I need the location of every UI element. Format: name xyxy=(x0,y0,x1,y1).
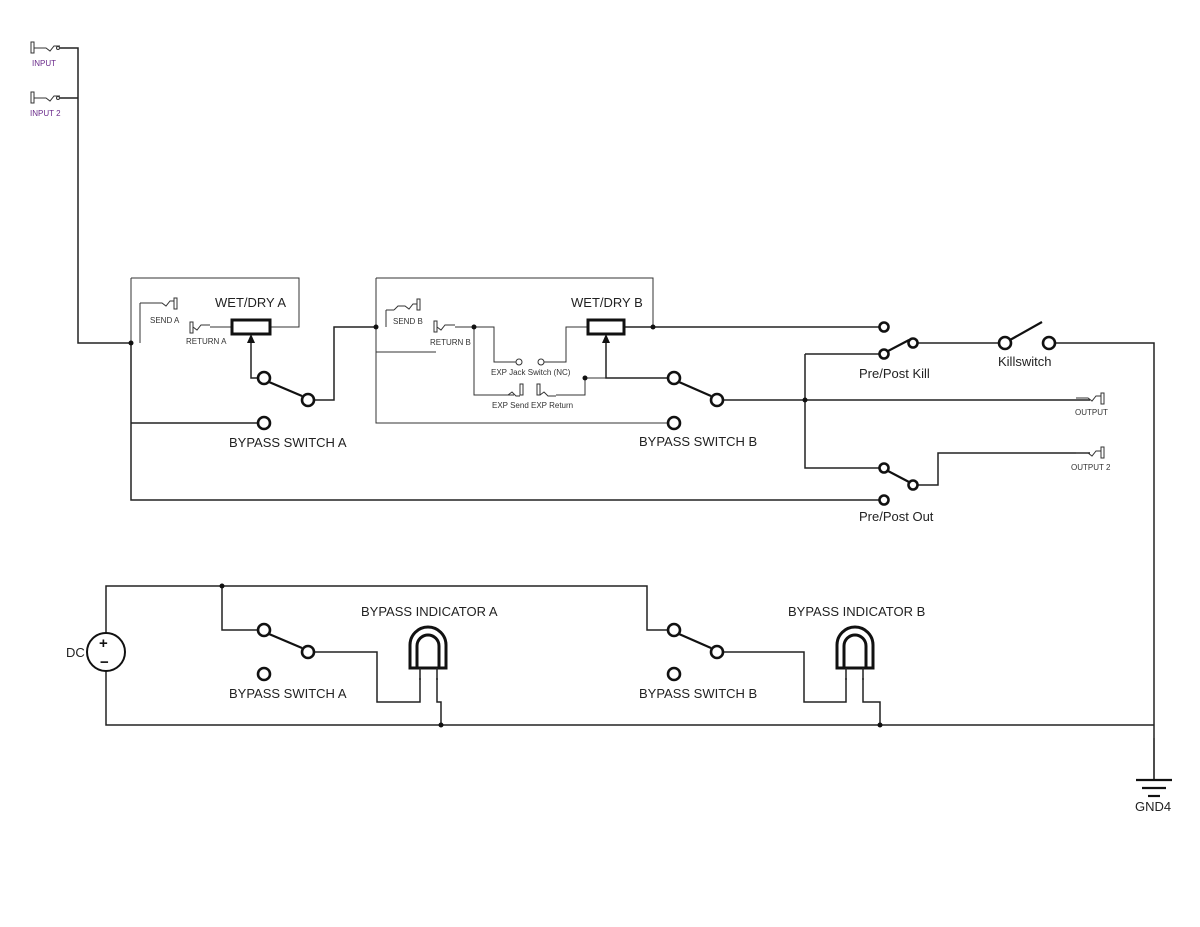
exp-send-label: EXP Send xyxy=(492,401,529,410)
pre-post-kill-switch[interactable] xyxy=(878,321,919,360)
wet-dry-a-pot[interactable] xyxy=(230,318,272,347)
return-b-jack[interactable] xyxy=(433,320,455,333)
return-b-label: RETURN B xyxy=(430,338,471,347)
pre-post-out-label: Pre/Post Out xyxy=(859,509,934,524)
wires xyxy=(60,47,1155,738)
output2-jack[interactable] xyxy=(1076,446,1105,459)
exp-jack-switch[interactable] xyxy=(515,358,545,366)
bypass-indicator-a-label: BYPASS INDICATOR A xyxy=(361,604,498,619)
exp-return-label: EXP Return xyxy=(531,401,573,410)
exp-jack-switch-label: EXP Jack Switch (NC) xyxy=(491,368,571,377)
dc-plus-sign: + xyxy=(99,635,108,652)
bypass-switch-a-2-label: BYPASS SWITCH A xyxy=(229,686,347,701)
input-label: INPUT xyxy=(32,59,56,68)
send-a-label: SEND A xyxy=(150,316,180,325)
wet-dry-a-label: WET/DRY A xyxy=(215,295,286,310)
dc-label: DC xyxy=(66,645,85,660)
bypass-switch-b[interactable] xyxy=(666,370,725,431)
bypass-indicator-a-led xyxy=(408,625,448,680)
exp-return-jack[interactable] xyxy=(536,383,556,397)
output2-label: OUTPUT 2 xyxy=(1071,463,1111,472)
pre-post-out-switch[interactable] xyxy=(878,462,919,506)
dc-minus-sign: − xyxy=(100,654,109,671)
output-jack[interactable] xyxy=(1076,392,1105,405)
bypass-switch-b-indicator-switch[interactable] xyxy=(666,622,725,682)
return-a-jack[interactable] xyxy=(189,321,210,334)
bypass-switch-b-label: BYPASS SWITCH B xyxy=(639,434,757,449)
bypass-switch-a-indicator-switch[interactable] xyxy=(256,622,316,682)
junction-dots xyxy=(128,324,883,728)
bypass-indicator-b-label: BYPASS INDICATOR B xyxy=(788,604,925,619)
ground-label: GND4 xyxy=(1135,799,1171,814)
bypass-indicator-b-led xyxy=(835,625,875,680)
killswitch[interactable] xyxy=(997,321,1057,351)
input2-jack[interactable] xyxy=(30,91,60,104)
killswitch-label: Killswitch xyxy=(998,354,1051,369)
ground-symbol xyxy=(1136,738,1172,798)
input-jack[interactable] xyxy=(30,41,60,54)
bypass-switch-a[interactable] xyxy=(256,370,316,431)
exp-send-jack[interactable] xyxy=(507,383,524,397)
return-a-label: RETURN A xyxy=(186,337,227,346)
wet-dry-b-pot[interactable] xyxy=(586,318,626,347)
bypass-switch-a-label: BYPASS SWITCH A xyxy=(229,435,347,450)
send-b-jack[interactable] xyxy=(393,298,421,311)
wet-dry-b-label: WET/DRY B xyxy=(571,295,643,310)
send-a-jack[interactable] xyxy=(147,297,178,310)
bypass-switch-b-2-label: BYPASS SWITCH B xyxy=(639,686,757,701)
output-label: OUTPUT xyxy=(1075,408,1108,417)
dc-source: + − xyxy=(86,632,126,672)
pre-post-kill-label: Pre/Post Kill xyxy=(859,366,930,381)
send-b-label: SEND B xyxy=(393,317,423,326)
input2-label: INPUT 2 xyxy=(30,109,61,118)
